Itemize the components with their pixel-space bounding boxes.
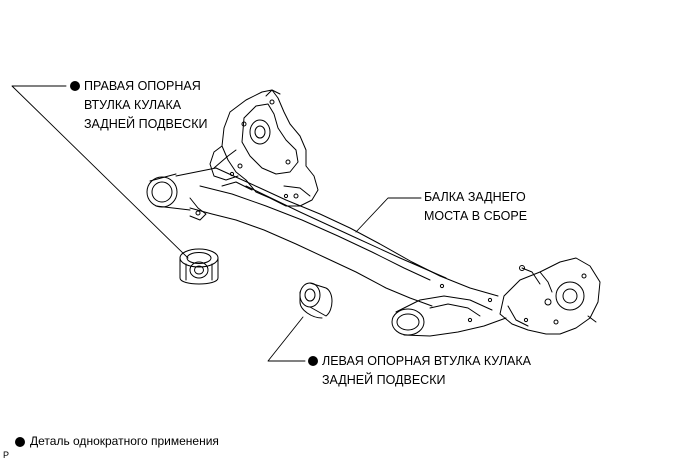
legend-text: Деталь однократного применения [30,434,219,448]
axle-beam-body [146,149,499,307]
right-bushing-part [179,248,219,285]
right-bushing-label-line3: ЗАДНЕЙ ПОДВЕСКИ [84,117,208,131]
single-use-bullet-icon [308,356,318,366]
left-knuckle-bracket [499,257,601,335]
leader-lines [11,85,422,362]
left-bushing-label-line2: ЗАДНЕЙ ПОДВЕСКИ [322,373,446,387]
leader-left-bushing [267,316,306,362]
single-use-bullet-icon [70,81,80,91]
right-bushing-label-line2: ВТУЛКА КУЛАКА [84,98,182,112]
left-bushing-label-line1: ЛЕВАЯ ОПОРНАЯ ВТУЛКА КУЛАКА [322,354,531,368]
right-knuckle-bracket [209,89,319,207]
beam-label-line1: БАЛКА ЗАДНЕГО [424,190,526,204]
leader-right-bushing [11,85,189,259]
figure-code: P [3,450,10,460]
right-bushing-label-line1: ПРАВАЯ ОПОРНАЯ [84,79,201,93]
beam-label-line2: МОСТА В СБОРЕ [424,209,528,223]
leader-beam [355,197,422,233]
beam-right-end [391,283,507,337]
left-bushing-part [299,282,333,319]
legend-bullet-icon [15,437,25,447]
